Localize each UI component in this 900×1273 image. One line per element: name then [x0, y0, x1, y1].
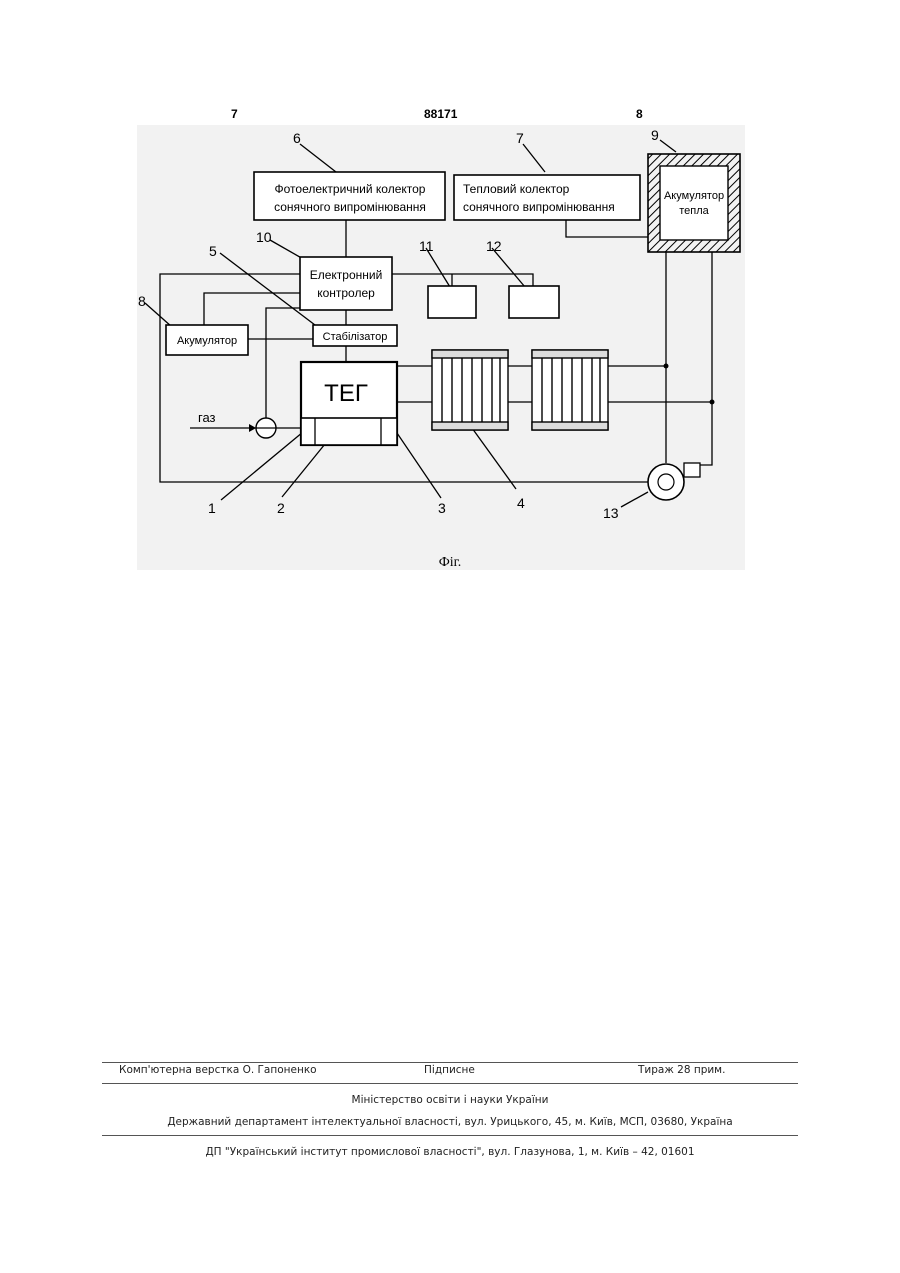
stabilizer-label: Стабілізатор — [323, 331, 388, 343]
controller-label-2: контролер — [317, 286, 375, 300]
figure-caption: Фіг. — [0, 555, 900, 571]
ref-2: 2 — [277, 500, 285, 516]
footer-institute: ДП "Український інститут промислової вла… — [102, 1146, 798, 1158]
ref-12: 12 — [486, 238, 502, 254]
accumulator-label: Акумулятор — [177, 335, 237, 347]
ref-7: 7 — [516, 130, 524, 146]
ref-1: 1 — [208, 500, 216, 516]
ref-13: 13 — [603, 505, 619, 521]
controller-label-1: Електронний — [310, 268, 383, 282]
block-12 — [509, 286, 559, 318]
block-11 — [428, 286, 476, 318]
heat-accumulator-label-1: Акумулятор — [664, 190, 724, 202]
photo-collector-label-1: Фотоелектричний колектор — [275, 182, 426, 196]
ref-8: 8 — [138, 293, 146, 309]
footer-signed: Підписне — [424, 1064, 475, 1076]
ref-10: 10 — [256, 229, 272, 245]
ref-9: 9 — [651, 127, 659, 143]
ref-5: 5 — [209, 243, 217, 259]
footer-rule-3 — [102, 1135, 798, 1136]
photo-collector-label-2: сонячного випромінювання — [274, 200, 426, 214]
footer-ministry: Міністерство освіти і науки України — [102, 1094, 798, 1106]
teg-label: ТЕГ — [324, 380, 368, 407]
radiator-1 — [432, 350, 508, 430]
footer-department: Державний департамент інтелектуальної вл… — [102, 1116, 798, 1128]
ref-11: 11 — [419, 238, 434, 254]
ref-3: 3 — [438, 500, 446, 516]
thermal-collector-label-2: сонячного випромінювання — [463, 200, 615, 214]
ref-6: 6 — [293, 130, 301, 146]
heat-accumulator-label-2: тепла — [679, 205, 709, 217]
controller-block — [300, 257, 392, 310]
radiator-2 — [532, 350, 608, 430]
heat-accumulator-block — [660, 166, 728, 240]
pump-icon — [648, 464, 684, 500]
footer-circulation: Тираж 28 прим. — [638, 1064, 725, 1076]
footer-rule-1 — [102, 1062, 798, 1063]
gas-label: газ — [198, 410, 216, 425]
pump-outlet — [684, 463, 700, 477]
footer-layout: Комп'ютерна верстка О. Гапоненко — [119, 1064, 317, 1076]
system-diagram: Фотоелектричний колектор сонячного випро… — [0, 0, 900, 580]
thermal-collector-label-1: Тепловий колектор — [463, 182, 570, 196]
footer-rule-2 — [102, 1083, 798, 1084]
ref-4: 4 — [517, 495, 525, 511]
